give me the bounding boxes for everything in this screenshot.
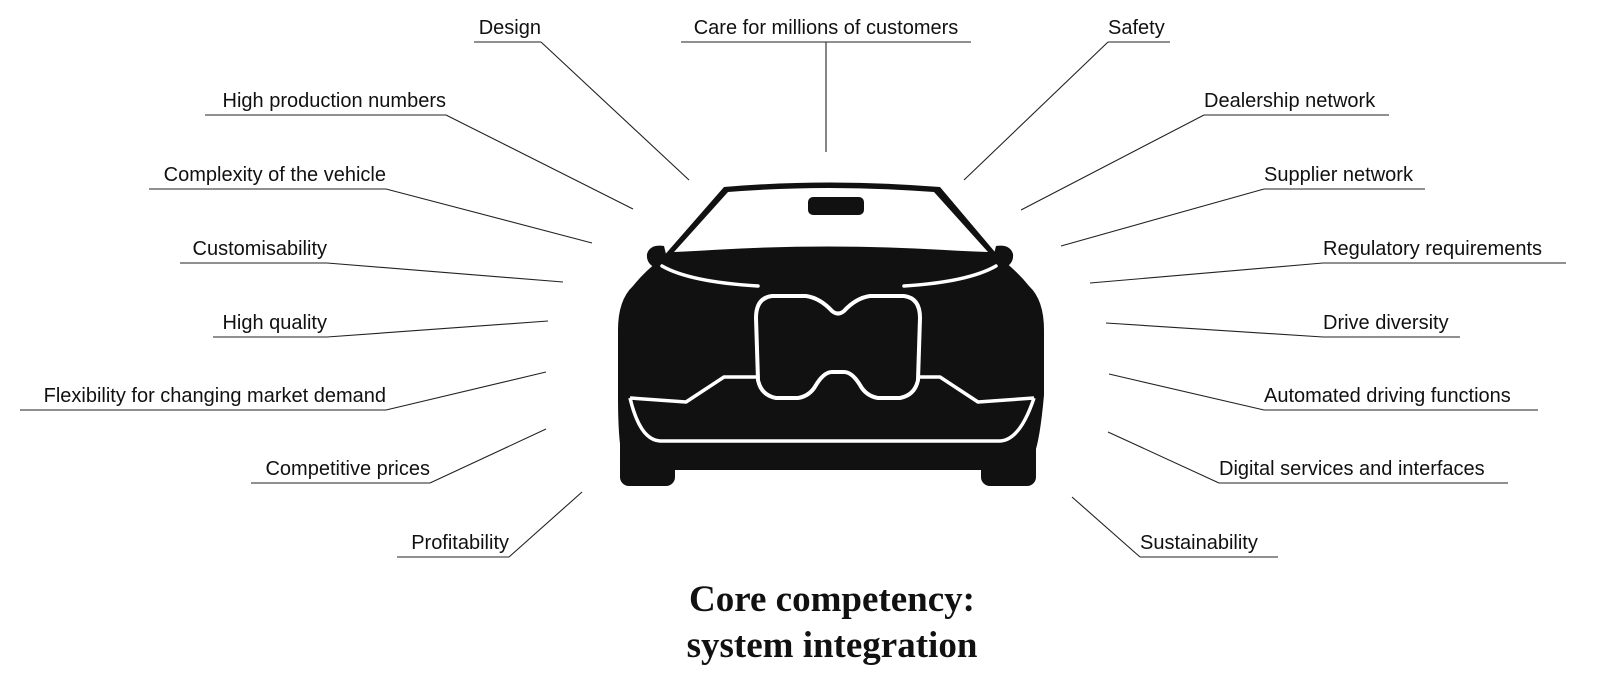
- label-automated: Automated driving functions: [1108, 373, 1538, 411]
- title-line-2: system integration: [687, 625, 978, 666]
- label-complexity: Complexity of the vehicle: [149, 164, 593, 244]
- label-care: Care for millions of customers: [681, 17, 971, 152]
- label-customisability: Customisability: [180, 238, 564, 283]
- right-mirror-shape: [992, 245, 1014, 268]
- label-dealership-leader: [1020, 114, 1205, 211]
- label-profitability-leader: [508, 491, 583, 558]
- label-flexibility-leader: [385, 371, 547, 411]
- left-headlight-line: [660, 264, 760, 288]
- label-regulatory: Regulatory requirements: [1089, 238, 1566, 284]
- windshield-camera-shape: [808, 197, 864, 215]
- label-profitability: Profitability: [397, 491, 583, 558]
- kidney-grille-shape: [754, 294, 922, 400]
- label-digital-leader: [1107, 431, 1220, 484]
- label-competitive-prices-leader: [429, 428, 547, 484]
- label-high-quality-text: High quality: [222, 312, 327, 334]
- label-high-quality-leader: [326, 320, 549, 338]
- diagram-title: Core competency: system integration: [687, 579, 978, 666]
- label-high-production-leader: [445, 114, 634, 210]
- label-supplier-leader: [1060, 188, 1265, 247]
- label-design-leader: [540, 41, 690, 181]
- label-regulatory-leader: [1089, 262, 1324, 284]
- label-automated-text: Automated driving functions: [1264, 385, 1511, 407]
- label-complexity-text: Complexity of the vehicle: [164, 164, 386, 186]
- label-competitive-prices-text: Competitive prices: [265, 458, 430, 480]
- label-high-production: High production numbers: [205, 90, 634, 210]
- label-high-production-text: High production numbers: [223, 90, 446, 112]
- label-customisability-leader: [326, 262, 564, 283]
- label-digital-text: Digital services and interfaces: [1219, 458, 1485, 480]
- label-design-text: Design: [479, 17, 541, 39]
- label-digital: Digital services and interfaces: [1107, 431, 1508, 484]
- label-flexibility-text: Flexibility for changing market demand: [44, 385, 386, 407]
- label-drive-diversity-leader: [1105, 322, 1324, 338]
- label-competitive-prices: Competitive prices: [251, 428, 547, 484]
- label-sustainability: Sustainability: [1071, 496, 1278, 558]
- label-drive-diversity-text: Drive diversity: [1323, 312, 1449, 334]
- left-bumper-line: [629, 375, 766, 404]
- title-line-1: Core competency:: [689, 579, 975, 620]
- left-mirror-shape: [646, 245, 668, 268]
- label-high-quality: High quality: [213, 312, 549, 338]
- label-design: Design: [474, 17, 690, 181]
- label-sustainability-leader: [1071, 496, 1141, 558]
- label-safety: Safety: [963, 17, 1170, 181]
- windshield-shape: [674, 188, 988, 252]
- label-automated-leader: [1108, 373, 1265, 411]
- label-profitability-text: Profitability: [411, 532, 509, 554]
- label-sustainability-text: Sustainability: [1140, 532, 1258, 554]
- label-safety-text: Safety: [1108, 17, 1165, 39]
- label-safety-leader: [963, 41, 1109, 181]
- bottom-bumper-line: [628, 397, 1036, 443]
- label-dealership: Dealership network: [1020, 90, 1389, 211]
- label-drive-diversity: Drive diversity: [1105, 312, 1460, 338]
- label-care-text: Care for millions of customers: [694, 17, 959, 39]
- label-flexibility: Flexibility for changing market demand: [20, 371, 547, 411]
- label-supplier-text: Supplier network: [1264, 164, 1414, 186]
- label-customisability-text: Customisability: [193, 238, 327, 260]
- right-headlight-line: [902, 264, 998, 288]
- car-front-icon: [618, 182, 1044, 486]
- label-complexity-leader: [385, 188, 593, 244]
- label-regulatory-text: Regulatory requirements: [1323, 238, 1542, 260]
- label-dealership-text: Dealership network: [1204, 90, 1376, 112]
- label-supplier: Supplier network: [1060, 164, 1425, 247]
